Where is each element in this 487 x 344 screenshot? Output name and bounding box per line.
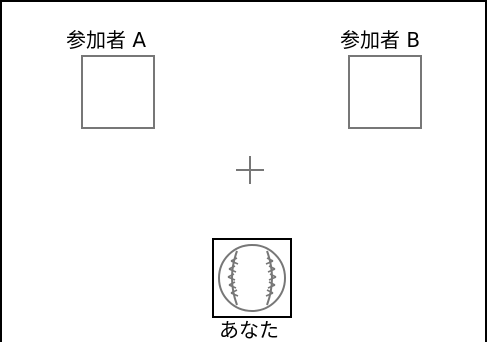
player-a-label: 参加者 A xyxy=(66,28,147,52)
your-label: あなた xyxy=(219,318,279,342)
fixation-cross-icon xyxy=(236,156,264,184)
player-b-label: 参加者 B xyxy=(340,28,421,52)
your-box[interactable] xyxy=(212,238,292,318)
player-a-box[interactable] xyxy=(81,55,155,129)
player-b-box[interactable] xyxy=(348,55,422,129)
baseball-icon xyxy=(218,244,286,312)
